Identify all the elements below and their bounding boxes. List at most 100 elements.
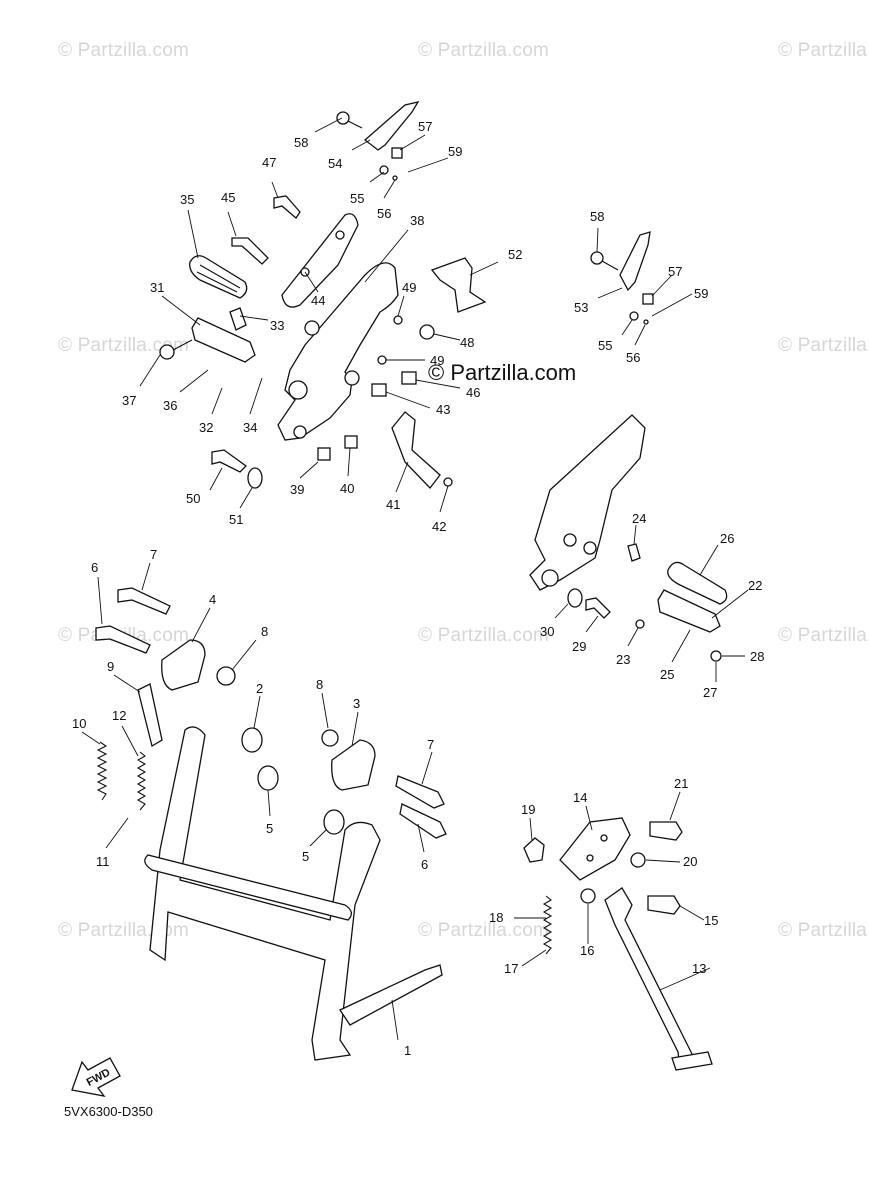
callout-41: 41 <box>386 497 400 512</box>
callout-5: 5 <box>302 849 309 864</box>
callout-59: 59 <box>448 144 462 159</box>
watermark: © Partzilla.com <box>778 625 869 646</box>
diagram-code: 5VX6300-D350 <box>64 1104 153 1119</box>
brake-pedal <box>363 101 420 151</box>
washer <box>393 315 403 325</box>
callout-26: 26 <box>720 531 734 546</box>
washer <box>247 467 263 489</box>
bracket-hole <box>293 425 307 439</box>
collar <box>241 727 263 753</box>
callout-40: 40 <box>340 481 354 496</box>
callout-numbers: 58 54 57 59 55 56 47 45 35 44 38 52 31 3… <box>72 119 764 1058</box>
stand-spring <box>136 751 147 811</box>
side-stand-leg <box>604 887 697 1069</box>
watermark: © Partzilla.com <box>778 920 869 941</box>
callout-3: 3 <box>353 696 360 711</box>
nut <box>580 888 596 904</box>
bracket-hole <box>288 380 308 400</box>
bolt <box>399 803 447 839</box>
bolt <box>117 587 171 615</box>
callout-28: 28 <box>750 649 764 664</box>
callout-46: 46 <box>466 385 480 400</box>
callout-6: 6 <box>91 560 98 575</box>
cotter <box>643 319 649 325</box>
bolt <box>395 775 445 809</box>
passenger-rubber <box>667 561 728 605</box>
watermark: © Partzilla.com <box>418 920 550 941</box>
bracket-hole <box>344 370 360 386</box>
side-stand-spring <box>542 895 553 955</box>
screw <box>443 477 453 487</box>
callout-4: 4 <box>209 592 216 607</box>
bracket-hole <box>304 320 320 336</box>
callout-16: 16 <box>580 943 594 958</box>
callout-58: 58 <box>590 209 604 224</box>
brake-pedal <box>619 231 651 292</box>
callout-13: 13 <box>692 961 706 976</box>
callout-53: 53 <box>574 300 588 315</box>
callout-33: 33 <box>270 318 284 333</box>
pedal-pin <box>336 111 350 125</box>
bracket-hole <box>600 834 608 842</box>
callout-52: 52 <box>508 247 522 262</box>
bolt-shank <box>172 339 193 351</box>
callout-6: 6 <box>421 857 428 872</box>
main-stand-tube <box>144 854 352 921</box>
callout-50: 50 <box>186 491 200 506</box>
callout-25: 25 <box>660 667 674 682</box>
callout-20: 20 <box>683 854 697 869</box>
callout-44: 44 <box>311 293 325 308</box>
bolt <box>95 625 151 654</box>
heel-guard <box>430 257 487 313</box>
plate-hole <box>335 230 345 240</box>
ball <box>635 619 645 629</box>
main-stand-foot <box>339 964 443 1026</box>
collar <box>317 447 331 461</box>
callout-8: 8 <box>261 624 268 639</box>
bracket-hole <box>563 533 577 547</box>
callout-32: 32 <box>199 420 213 435</box>
bolt-head <box>159 344 175 360</box>
washer <box>567 588 583 608</box>
callout-59: 59 <box>694 286 708 301</box>
sub-bracket <box>391 411 441 489</box>
bolt-head <box>710 650 722 662</box>
callout-10: 10 <box>72 716 86 731</box>
collar <box>371 383 387 397</box>
bolt <box>231 237 269 265</box>
watermark: © Partzilla.com <box>58 40 190 61</box>
bracket-hole <box>586 854 594 862</box>
callout-14: 14 <box>573 790 587 805</box>
callout-8: 8 <box>316 677 323 692</box>
watermark: © Partzilla.com <box>418 625 550 646</box>
passenger-peg <box>657 589 721 633</box>
footrest-bracket <box>277 262 399 441</box>
nut <box>321 729 339 747</box>
callout-39: 39 <box>290 482 304 497</box>
pin <box>627 543 641 562</box>
nut <box>216 666 236 686</box>
bolt <box>649 821 683 841</box>
callout-56: 56 <box>377 206 391 221</box>
callout-7: 7 <box>427 737 434 752</box>
rubber-rib <box>199 264 241 289</box>
callout-31: 31 <box>150 280 164 295</box>
bracket-hole <box>541 569 559 587</box>
clip <box>642 293 654 305</box>
callout-42: 42 <box>432 519 446 534</box>
callout-23: 23 <box>616 652 630 667</box>
callout-55: 55 <box>598 338 612 353</box>
stand-bracket <box>161 639 206 691</box>
side-stand-bracket <box>559 817 631 881</box>
footpeg <box>191 317 256 363</box>
callout-56: 56 <box>626 350 640 365</box>
leader-lines <box>81 117 749 1041</box>
callout-57: 57 <box>418 119 432 134</box>
callout-12: 12 <box>112 708 126 723</box>
side-stand-foot <box>671 1051 713 1071</box>
washer <box>377 355 387 365</box>
callout-21: 21 <box>674 776 688 791</box>
collar <box>323 809 345 835</box>
callout-58: 58 <box>294 135 308 150</box>
